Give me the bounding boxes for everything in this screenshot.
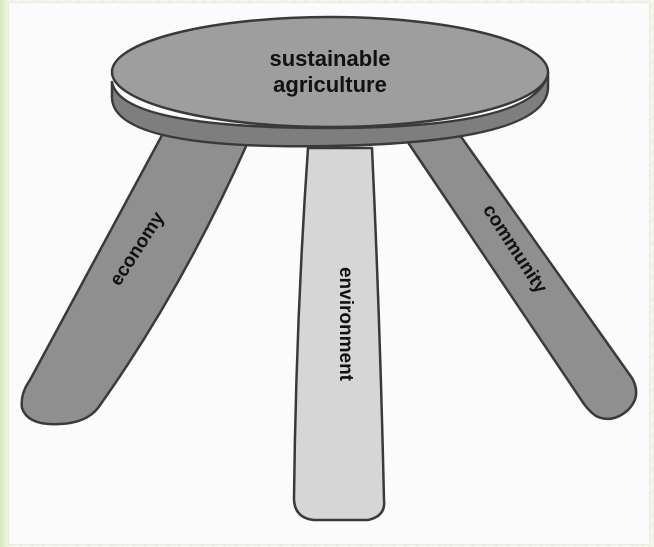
leg-label-environment: environment xyxy=(335,267,356,382)
stool-leg-environment xyxy=(292,146,386,522)
seat-label-line2: agriculture xyxy=(273,72,387,97)
stool-leg-economy xyxy=(20,124,250,426)
stool-seat-top xyxy=(110,15,550,129)
seat-label-line1: sustainable xyxy=(269,46,390,71)
slide-left-border xyxy=(0,0,10,547)
stool-leg-community xyxy=(403,122,638,421)
stool-seat-edge xyxy=(110,70,550,148)
